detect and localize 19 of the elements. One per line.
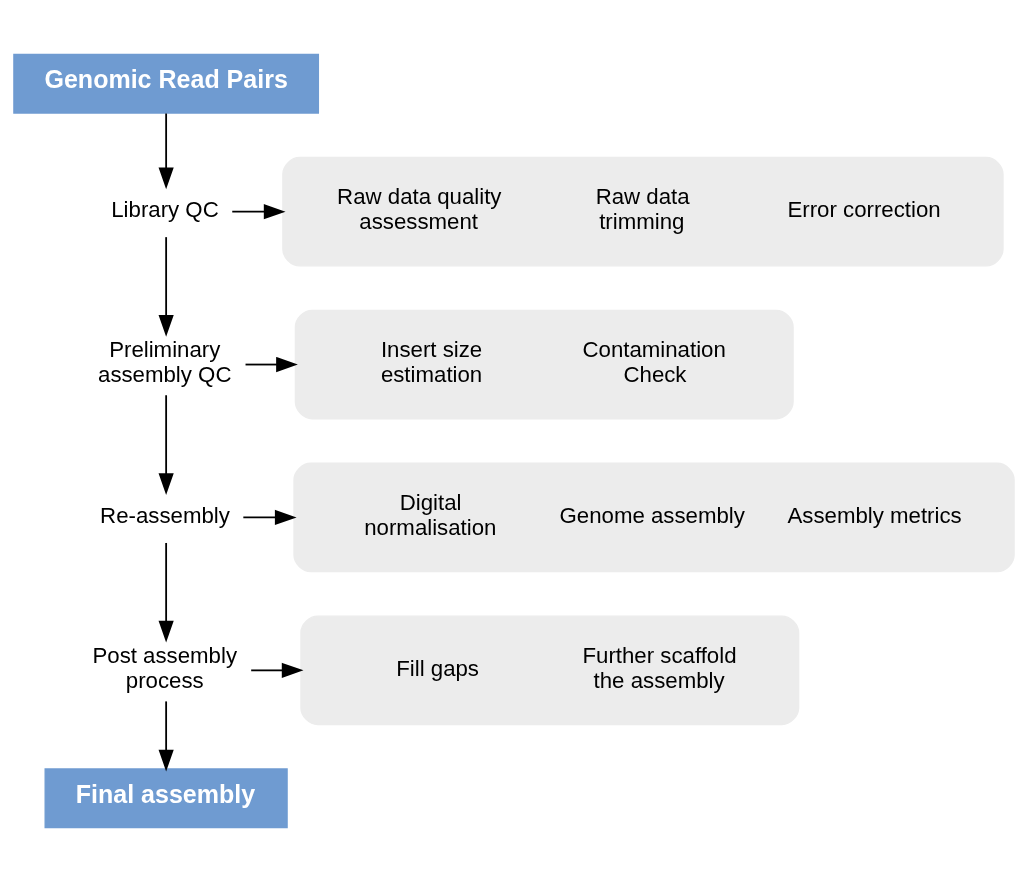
node-box: Genomic Read Pairs: [13, 53, 320, 114]
node-text: Re-assembly: [100, 502, 230, 528]
arrow: [158, 236, 174, 337]
node-box: Insert size estimation Contamination Check: [294, 309, 794, 420]
arrow: [250, 662, 304, 678]
node-text: Post assembly process: [92, 643, 238, 694]
arrow: [231, 204, 286, 220]
node-box: Digital normalisation Genome assembly Assembly metrics: [293, 462, 1015, 573]
node-box: Raw data quality assessment Raw data trimming Error correction: [282, 156, 1004, 267]
arrow: [242, 509, 297, 526]
node-text: Preliminary assembly QC: [98, 337, 232, 388]
arrow: [158, 112, 174, 190]
node-box: Fill gaps Further scaffold the assembly: [300, 615, 800, 726]
arrow: [158, 394, 174, 495]
arrow: [158, 542, 174, 643]
arrow: [244, 356, 298, 373]
node-text: Library QC: [111, 196, 219, 222]
node-box: Final assembly: [44, 768, 288, 829]
arrow: [158, 700, 174, 772]
